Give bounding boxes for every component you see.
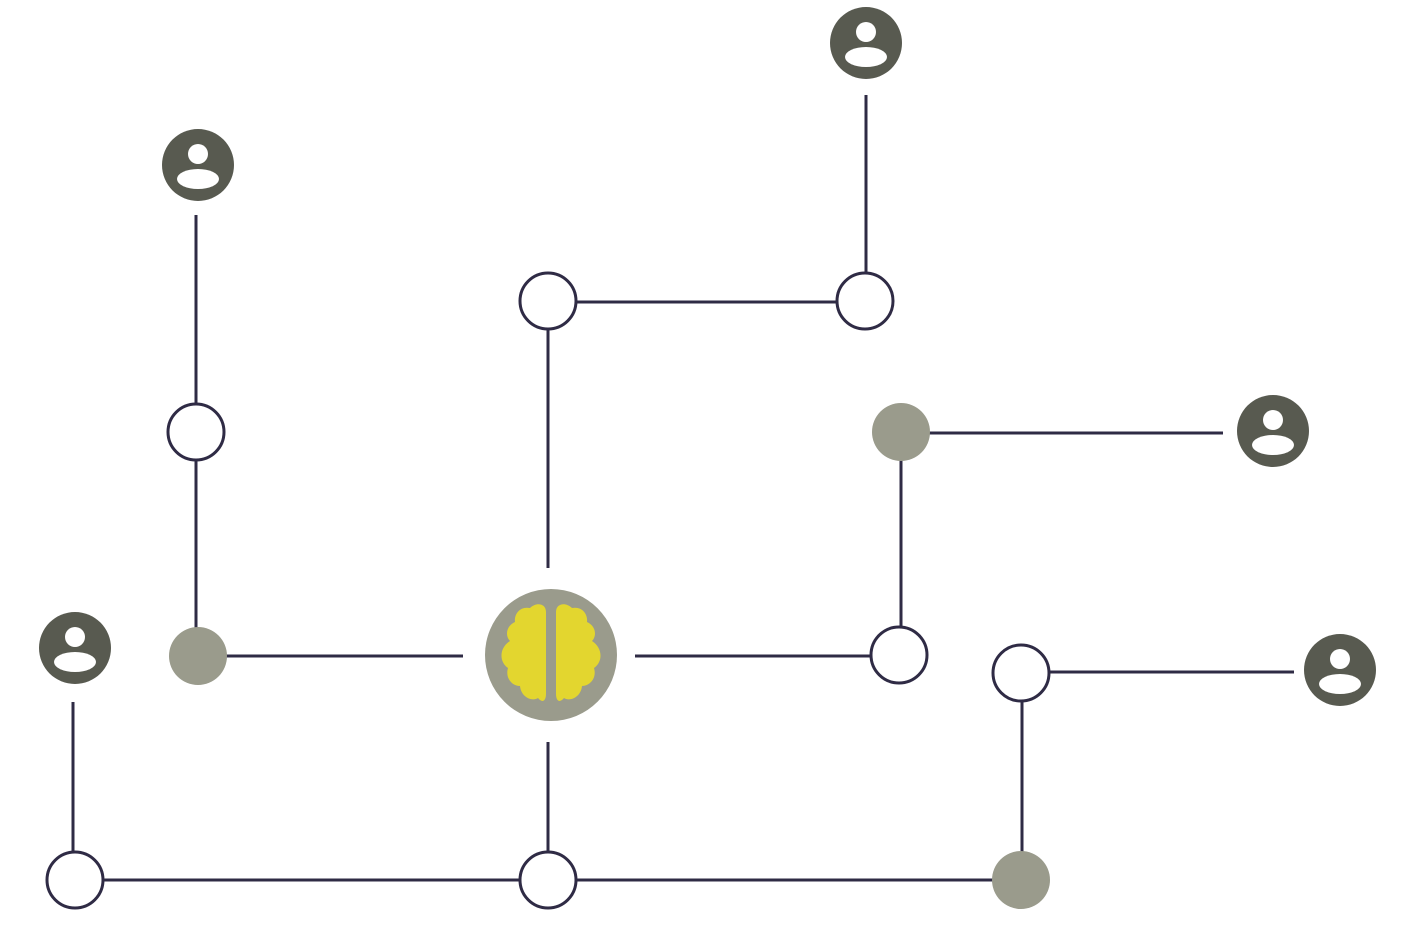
nodes xyxy=(45,271,1051,910)
user-head xyxy=(1330,649,1350,669)
user-body xyxy=(1252,435,1294,455)
user-head xyxy=(188,144,208,164)
user-icon xyxy=(162,129,234,201)
user-body xyxy=(54,652,96,672)
user-body xyxy=(177,169,219,189)
hollow-node xyxy=(166,402,226,462)
filled-node xyxy=(992,851,1050,909)
user-icon-background xyxy=(1304,634,1376,706)
users xyxy=(39,7,1376,706)
user-body xyxy=(1319,674,1361,694)
user-icon-background xyxy=(39,612,111,684)
hollow-node xyxy=(991,643,1051,703)
hollow-node xyxy=(518,271,578,331)
filled-node xyxy=(169,627,227,685)
connector-lines xyxy=(71,95,1294,882)
user-head xyxy=(856,22,876,42)
brain-hub xyxy=(485,589,617,721)
hollow-node xyxy=(869,625,929,685)
user-icon-background xyxy=(830,7,902,79)
user-body xyxy=(845,47,887,67)
brain-icon xyxy=(501,604,601,701)
user-icon xyxy=(39,612,111,684)
user-icon xyxy=(1304,634,1376,706)
user-icon xyxy=(1237,395,1309,467)
hollow-node xyxy=(518,850,578,910)
user-head xyxy=(1263,410,1283,430)
user-icon-background xyxy=(1237,395,1309,467)
filled-node xyxy=(872,403,930,461)
user-icon xyxy=(830,7,902,79)
hollow-node xyxy=(45,850,105,910)
hollow-node xyxy=(835,271,895,331)
user-icon-background xyxy=(162,129,234,201)
user-head xyxy=(65,627,85,647)
